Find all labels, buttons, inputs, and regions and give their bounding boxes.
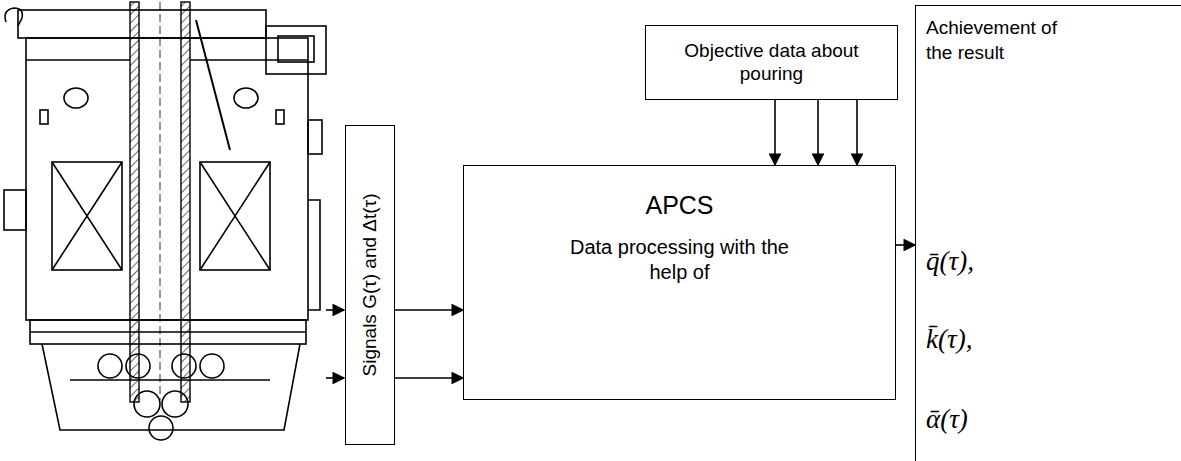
- bottom-flange: [30, 320, 306, 344]
- signal-arrow: [326, 377, 344, 379]
- coil-cross: [200, 162, 270, 270]
- signal-label: Signals G(τ) and Δt(τ): [359, 194, 381, 377]
- stud: [40, 110, 48, 124]
- process-box: APCS Data processing with the help of: [463, 165, 896, 400]
- device-body: [4, 8, 326, 440]
- window: [64, 88, 88, 108]
- coil-cross: [52, 162, 122, 270]
- axis-line: [160, 2, 161, 400]
- tube-wall: [181, 2, 190, 402]
- coil: [52, 162, 122, 270]
- top-flange: [18, 10, 266, 38]
- input-box: Objective data about pouring: [645, 25, 898, 100]
- terminal-box: [266, 26, 326, 74]
- result-heading: Achievement of the result: [926, 16, 1086, 65]
- flow-arrow: [774, 100, 776, 165]
- signals-box: Signals G(τ) and Δt(τ): [345, 125, 395, 445]
- water-pipe: [308, 200, 320, 310]
- roller: [200, 354, 224, 378]
- result-variable: q̄(τ),: [926, 246, 974, 277]
- flow-arrow: [817, 100, 819, 165]
- side-bracket: [308, 120, 322, 154]
- housing: [26, 38, 308, 320]
- signal-wires: [326, 310, 344, 378]
- flow-arrow: [856, 100, 858, 165]
- mould-tube: [130, 2, 230, 402]
- box-title: APCS: [645, 190, 713, 221]
- signal-arrow: [326, 309, 344, 311]
- box-body: Data processing with the help of: [555, 235, 805, 285]
- housing-line: [190, 59, 308, 61]
- foot-frame: [42, 344, 300, 430]
- box-title: Objective data about pouring: [672, 39, 872, 87]
- housing-line: [26, 59, 130, 61]
- tube-wall: [130, 2, 139, 402]
- stud: [276, 110, 284, 124]
- sensor-rod: [196, 20, 230, 150]
- flange-line: [30, 331, 306, 333]
- roller: [149, 416, 173, 440]
- result-box: Achievement of the result q̄(τ), k̄(τ), ᾱ(…: [915, 5, 1181, 461]
- roller: [98, 354, 122, 378]
- text-column: Objective data about pouring: [646, 39, 897, 87]
- frame-line: [70, 379, 270, 381]
- flow-arrow: [395, 377, 463, 379]
- text-column: APCS Data processing with the help of: [464, 190, 895, 285]
- window: [234, 88, 258, 108]
- flow-arrow: [395, 309, 463, 311]
- flow-arrow: [896, 244, 915, 246]
- result-variable: k̄(τ),: [926, 324, 972, 355]
- coil: [200, 162, 270, 270]
- result-variable: ᾱ(τ): [926, 404, 968, 435]
- side-bracket: [4, 190, 26, 230]
